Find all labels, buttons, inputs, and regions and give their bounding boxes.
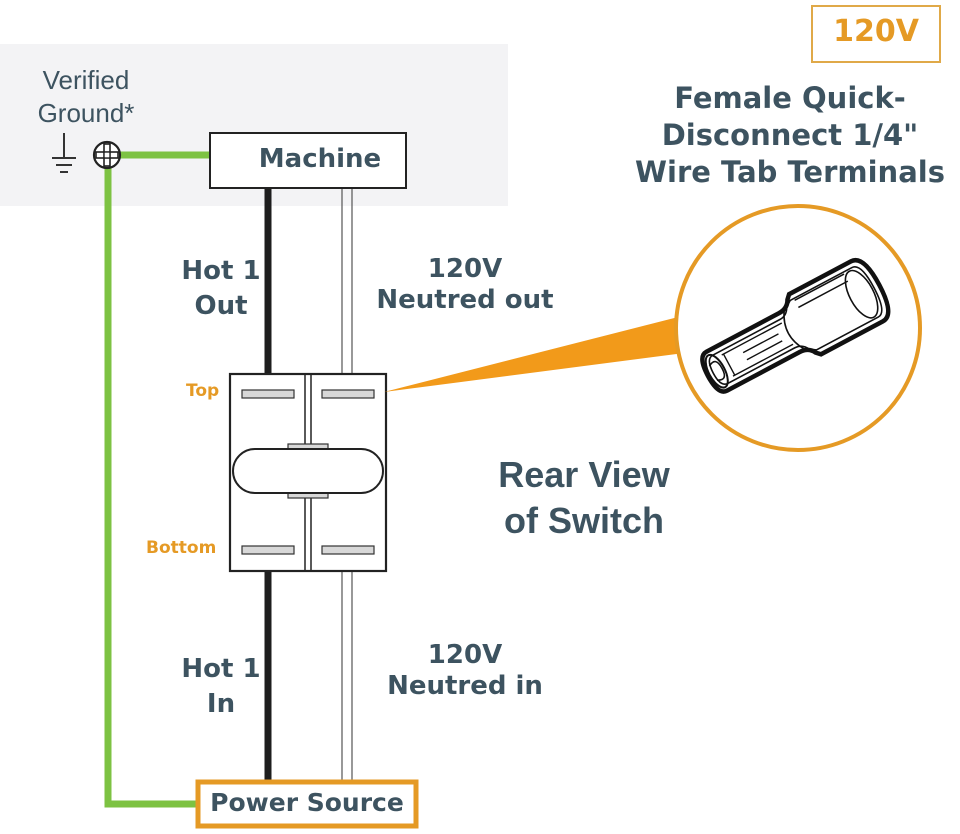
voltage-badge: 120V	[833, 14, 919, 49]
voltage-badge-frame	[811, 5, 941, 63]
hot-in-label-line-2: In	[206, 689, 236, 719]
quick-disconnect-terminal-icon	[700, 258, 891, 394]
terminal-bottom-left	[241, 545, 295, 555]
hot-out-label-line-1: Hot 1	[181, 256, 261, 286]
neutral-out-label: 120V Neutred out	[360, 254, 570, 316]
switch-rocker	[232, 448, 384, 494]
verified-ground-label-line-1: Verified	[42, 65, 130, 95]
neutral-in-label-line-2: Neutred in	[387, 671, 543, 701]
terminal-bottom-right	[321, 545, 375, 555]
terminal-callout-title-line-2: Disconnect 1/4"	[661, 118, 919, 152]
switch-caption-line-1: Rear View	[498, 454, 670, 495]
switch-caption: Rear View of Switch	[468, 452, 700, 544]
machine-label: Machine	[258, 144, 382, 174]
hot-in-label-line-1: Hot 1	[181, 654, 261, 684]
switch-bottom-label: Bottom	[146, 538, 217, 558]
neutral-out-wire	[341, 188, 353, 392]
ground-screw-icon	[92, 140, 122, 170]
terminal-callout-title-line-1: Female Quick-	[674, 81, 906, 115]
switch-top-label: Top	[186, 381, 220, 401]
terminal-top-left	[241, 389, 295, 399]
machine-box	[209, 132, 407, 189]
power-source-label: Power Source	[210, 788, 404, 817]
verified-ground-label-line-2: Ground*	[37, 98, 135, 128]
terminal-callout-title-line-3: Wire Tab Terminals	[635, 155, 945, 189]
neutral-in-label-line-1: 120V	[427, 640, 503, 670]
switch-rear-view	[228, 372, 388, 573]
callout-pointer	[384, 314, 692, 392]
verified-ground-label: Verified Ground*	[20, 64, 152, 130]
neutral-out-label-line-1: 120V	[427, 254, 503, 284]
hot-out-label: Hot 1 Out	[166, 254, 276, 324]
terminal-top-right	[321, 389, 375, 399]
earth-ground-icon	[52, 133, 76, 173]
power-source-box	[195, 779, 419, 829]
hot-out-label-line-2: Out	[194, 291, 248, 321]
neutral-out-label-line-2: Neutred out	[376, 285, 554, 315]
terminal-callout-title: Female Quick- Disconnect 1/4" Wire Tab T…	[620, 80, 960, 191]
ground-wire	[104, 151, 210, 808]
neutral-in-wire	[341, 552, 353, 784]
switch-caption-line-2: of Switch	[504, 500, 664, 541]
neutral-in-label: 120V Neutred in	[370, 640, 560, 702]
hot-in-label: Hot 1 In	[166, 652, 276, 722]
